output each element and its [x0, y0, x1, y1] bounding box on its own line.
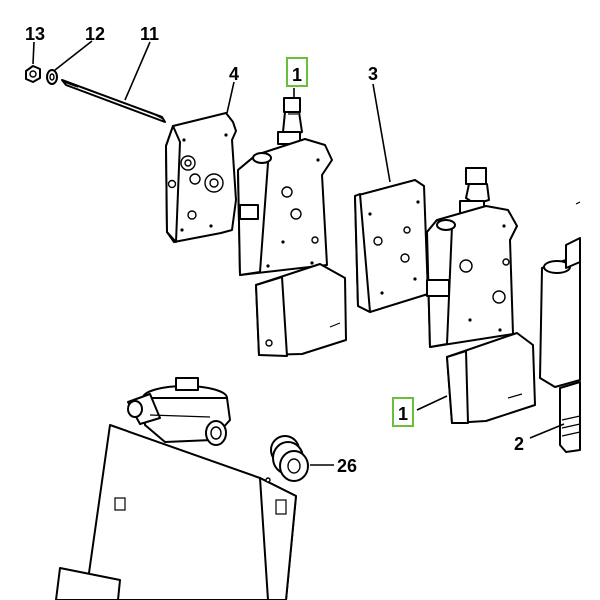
callout-13: 13 [25, 24, 45, 44]
part-12-washer[interactable] [46, 69, 58, 85]
part-13-nut[interactable] [25, 65, 41, 83]
part-2-partial-component[interactable] [539, 201, 581, 453]
callout-1-lower: 1 [398, 404, 408, 424]
callout-highlight-box-lower [392, 397, 414, 427]
reservoir-tank [55, 424, 297, 600]
callout-12: 12 [85, 24, 105, 44]
part-11-tie-rod[interactable] [61, 79, 166, 123]
callout-4: 4 [229, 64, 239, 84]
part-4-end-plate[interactable] [165, 112, 237, 243]
callout-26: 26 [337, 456, 357, 476]
part-1-valve-section-upper[interactable] [237, 97, 347, 357]
part-3-spacer-plate[interactable] [354, 179, 429, 313]
callout-2: 2 [514, 434, 524, 454]
callout-3: 3 [368, 64, 378, 84]
part-26-fitting[interactable] [270, 435, 309, 482]
callout-highlight-box-upper [286, 57, 308, 87]
breather-cap-assembly [127, 377, 231, 446]
leader-lines [32, 40, 565, 466]
callout-1-upper: 1 [292, 65, 302, 85]
part-1-valve-section-lower[interactable] [426, 167, 536, 424]
callout-11: 11 [140, 24, 159, 44]
